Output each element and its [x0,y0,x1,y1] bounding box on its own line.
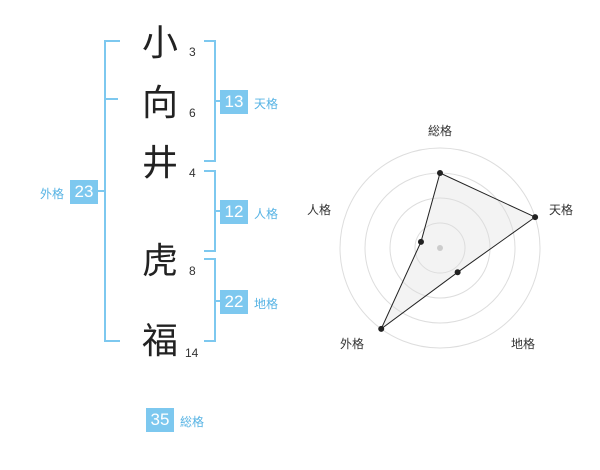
soukaku-value: 35 [146,408,174,432]
radar-point [417,238,424,245]
chikaku-value: 22 [220,290,248,314]
radar-chart [339,147,541,349]
chikaku-bracket-connector [216,300,222,302]
name-char-1: 小 [141,23,178,64]
stroke-count-3: 4 [189,166,196,180]
stroke-count-4: 8 [189,264,196,278]
stroke-count-1: 3 [189,45,196,59]
stroke-count-5: 14 [185,346,199,360]
jinkaku-value: 12 [220,200,248,224]
name-char-3: 井 [141,143,178,184]
radar-label-jinkaku: 人格 [307,203,332,217]
name-char-4: 虎 [141,241,178,282]
tenkaku-label: 天格 [254,97,279,111]
name-char-5: 福 [141,321,178,362]
radar-points [378,170,539,332]
tenkaku-bracket [204,40,216,162]
jinkaku-bracket-connector [216,210,222,212]
tenkaku-bracket-connector [216,100,222,102]
jinkaku-label: 人格 [254,207,279,221]
name-char-2: 向 [141,83,178,124]
radar-label-tenkaku: 天格 [549,203,574,217]
radar-ring [339,147,541,349]
radar-ring [389,197,491,299]
chikaku-label: 地格 [254,297,279,311]
gaikaku-bracket-connector [98,190,106,192]
gaikaku-value: 23 [70,180,98,204]
gaikaku-bracket [104,40,120,342]
chikaku-bracket [204,258,216,342]
jinkaku-bracket [204,170,216,252]
radar-label-gaikaku: 外格 [340,337,365,351]
radar-label-soukaku: 総格 [428,124,453,138]
radar-point [454,269,461,276]
stroke-count-2: 6 [189,106,196,120]
radar-label-chikaku: 地格 [511,337,536,351]
radar-center-dot [437,245,443,251]
radar-ring [414,222,466,274]
soukaku-label: 総格 [180,415,205,429]
tenkaku-value: 13 [220,90,248,114]
radar-data-polygon [380,172,537,330]
gaikaku-label: 外格 [40,187,65,201]
radar-point [437,170,443,176]
gaikaku-bracket-tick [106,98,118,100]
radar-point [378,325,385,332]
radar-point [532,214,539,221]
